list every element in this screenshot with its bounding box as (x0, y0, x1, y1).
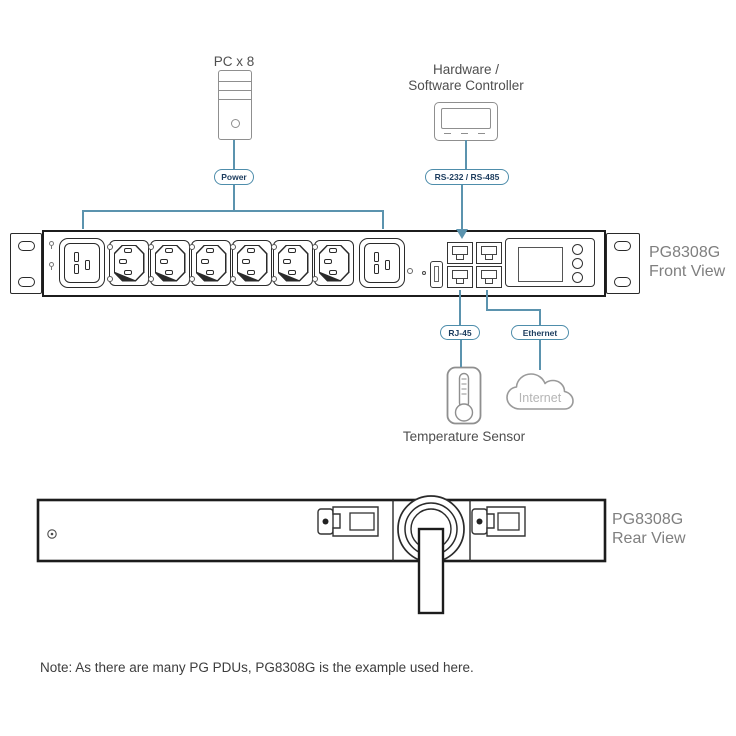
screw-hole (407, 268, 413, 274)
ethernet-line-lower (539, 340, 541, 370)
power-bracket-drop-left (82, 210, 84, 229)
lcd-screen (518, 247, 563, 282)
rj45-tag: RJ-45 (440, 325, 480, 340)
outlet-c19 (359, 238, 405, 288)
outlet-c13 (271, 240, 313, 286)
outlet-c13 (312, 240, 354, 286)
rj45-port-top-left (447, 242, 473, 264)
ear-hole (18, 277, 35, 287)
controller-key (444, 133, 451, 134)
controller-key (478, 133, 485, 134)
rj45-port-top-right (476, 242, 502, 264)
internet-cloud-icon: Internet (506, 373, 574, 410)
outlet-c13 (107, 240, 149, 286)
usb-dot (422, 271, 426, 275)
serial-arrow (456, 229, 468, 239)
front-view-label: PG8308G Front View (649, 244, 726, 280)
rear-panel (36, 495, 607, 615)
pc-drive-bay (219, 99, 251, 100)
temperature-sensor-label: Temperature Sensor (402, 429, 526, 444)
usb-port (430, 261, 443, 288)
serial-line-lower (461, 184, 463, 231)
cable-clamp-right (471, 506, 526, 537)
power-line-lower (233, 184, 235, 211)
lcd-module (505, 238, 595, 287)
controller-label: Hardware / Software Controller (408, 62, 524, 93)
pc-tower-icon (218, 70, 252, 140)
ear-hole (614, 277, 631, 287)
lcd-button (572, 244, 583, 255)
rack-ear-right (606, 233, 640, 294)
cable-clamp-left (317, 506, 379, 537)
pc-label: PC x 8 (213, 54, 255, 69)
internet-label: Internet (519, 391, 562, 405)
ethernet-line-v2 (539, 309, 541, 325)
rj45-port-bottom-left (447, 266, 473, 288)
ethernet-line-h (486, 309, 541, 311)
outlet-c13 (148, 240, 190, 286)
power-line-upper (233, 140, 235, 170)
rj45-line-lower (460, 340, 462, 367)
panel-marker-icon (49, 262, 54, 270)
outlet-c13 (189, 240, 231, 286)
power-bracket-line (82, 210, 384, 212)
controller-icon (434, 102, 498, 141)
pc-drive-bay (219, 81, 251, 82)
outlet-c19 (59, 238, 105, 288)
rack-ear-left (10, 233, 42, 294)
pc-power-button-dot (231, 119, 240, 128)
controller-key (461, 133, 468, 134)
note-text: Note: As there are many PG PDUs, PG8308G… (40, 660, 474, 675)
outlet-row (44, 232, 604, 295)
ethernet-tag: Ethernet (511, 325, 569, 340)
pc-drive-bay (219, 90, 251, 91)
outlet-c13 (230, 240, 272, 286)
temperature-sensor-icon (446, 366, 482, 425)
rear-view-label: PG8308G Rear View (612, 511, 686, 547)
rj45-port-bottom-right (476, 266, 502, 288)
power-cord (417, 527, 445, 615)
panel-marker-icon (49, 241, 54, 249)
power-tag: Power (214, 169, 254, 185)
lcd-button (572, 258, 583, 269)
serial-tag: RS-232 / RS-485 (425, 169, 509, 185)
serial-line-upper (465, 140, 467, 170)
controller-screen (441, 108, 491, 129)
power-bracket-drop-right (382, 210, 384, 229)
lcd-button (572, 272, 583, 283)
ear-hole (614, 241, 631, 251)
ethernet-line-v1 (486, 290, 488, 311)
ear-hole (18, 241, 35, 251)
rj45-line-upper (459, 290, 461, 325)
